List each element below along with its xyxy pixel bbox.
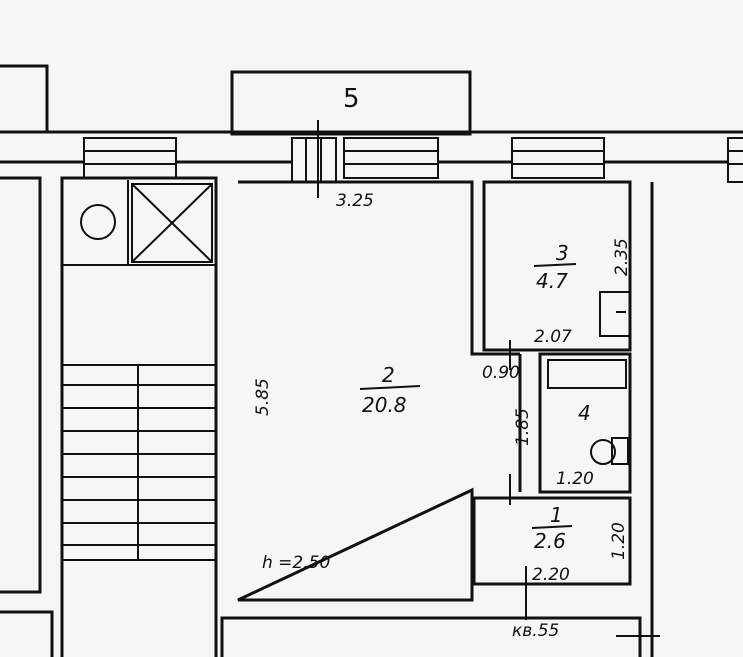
kitchen-area: 4.7	[536, 269, 568, 293]
living-width-dim: 3.25	[336, 191, 374, 211]
window-right-edge	[727, 137, 743, 183]
window-kitchen	[511, 137, 605, 179]
corridor-wall	[220, 616, 642, 657]
toilet-icon	[611, 437, 629, 465]
hall-width-dim: 2.20	[532, 565, 570, 585]
neighbor-wall-left	[0, 176, 42, 594]
living-room-area: 20.8	[362, 393, 407, 417]
stove-icon	[599, 291, 631, 337]
kitchen-width-dim: 2.07	[534, 327, 572, 347]
bathtub-icon	[547, 359, 627, 389]
bath-width-dim: 1.20	[556, 469, 594, 489]
apartment-number: кв.55	[512, 621, 559, 641]
hall-length-dim: 1.20	[609, 522, 629, 560]
hall-walls	[472, 496, 632, 586]
neighbor-wall-top-left	[0, 64, 49, 132]
balcony-door	[291, 137, 337, 183]
elevator-shaft-icon	[131, 183, 213, 263]
kitchen-length-dim: 2.35	[612, 238, 632, 276]
hall-area: 2.6	[534, 529, 566, 553]
living-room-number: 2	[382, 363, 395, 387]
living-room-walls	[237, 180, 520, 602]
sink-icon	[590, 439, 616, 465]
bath-length-dim: 1.85	[513, 408, 533, 446]
kitchen-fraction-line	[533, 263, 577, 267]
balcony-number: 5	[343, 84, 360, 114]
living-length-dim: 5.85	[253, 378, 273, 416]
hall-fraction-line	[531, 525, 573, 529]
window-living	[343, 137, 439, 179]
passage-width-dim: 0.90	[482, 363, 520, 383]
bathroom-number: 4	[578, 401, 591, 425]
balcony-outline	[230, 70, 472, 136]
kitchen-number: 3	[556, 241, 569, 265]
staircase-steps	[62, 365, 216, 560]
ceiling-height: h =2.50	[262, 553, 330, 573]
stair-shaft-walls	[60, 176, 218, 657]
ventilation-circle-icon	[80, 204, 116, 240]
bathroom-walls	[538, 352, 632, 494]
living-room-fraction-line	[359, 385, 421, 390]
neighbor-wall-bottom-left	[0, 610, 54, 657]
kitchen-walls	[482, 180, 632, 352]
hall-number: 1	[550, 503, 563, 527]
window-stair	[83, 137, 177, 179]
